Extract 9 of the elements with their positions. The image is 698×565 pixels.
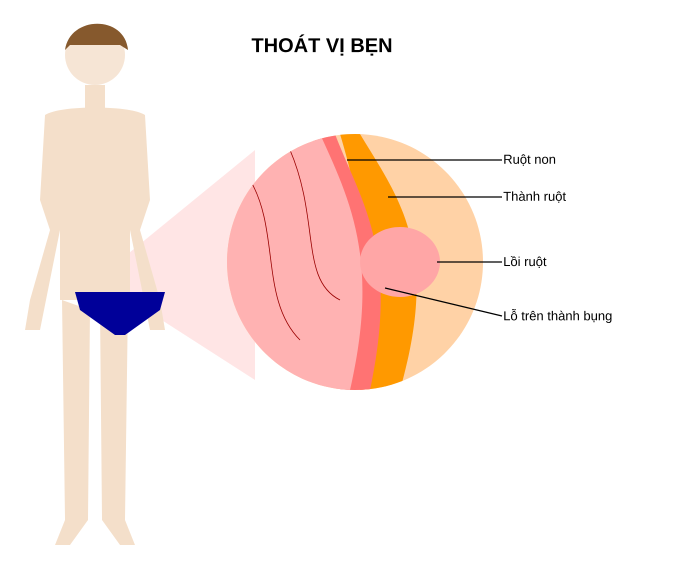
leader-line (347, 159, 502, 161)
title: THOÁT VỊ BẸN (252, 34, 392, 56)
part-label: Ruột non (504, 154, 556, 166)
leader-line (437, 261, 502, 263)
part-label: Lồi ruột (504, 256, 546, 268)
part-label: Thành ruột (504, 191, 566, 203)
leader-line (388, 196, 502, 198)
part-label: Lỗ trên thành bụng (504, 309, 612, 323)
leader-line (384, 287, 502, 317)
